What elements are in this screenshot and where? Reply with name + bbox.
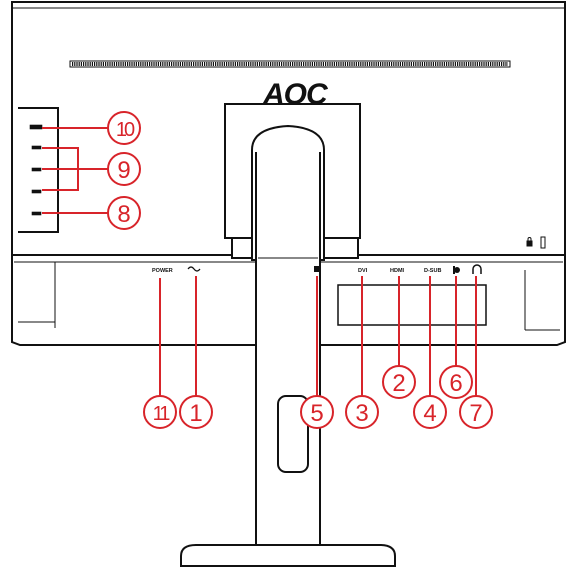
dsub-port-label: D-SUB — [424, 268, 441, 274]
callout-1: 1 — [179, 395, 213, 429]
svg-text:7: 7 — [469, 400, 482, 427]
connector-bay — [337, 284, 487, 326]
headphone-icon — [472, 264, 482, 274]
top-vent-grille — [69, 60, 511, 68]
callout-leaders — [42, 127, 477, 396]
stand-base — [180, 544, 396, 567]
svg-text:8: 8 — [117, 201, 130, 228]
lower-left-detail — [18, 262, 56, 328]
callout-4: 4 — [413, 395, 447, 429]
stand-neck — [251, 124, 325, 546]
callout-9: 9 — [107, 152, 141, 186]
audio-in-icon — [453, 266, 460, 274]
callout-2: 2 — [382, 365, 416, 399]
svg-text:6: 6 — [449, 370, 462, 397]
callout-7: 7 — [459, 395, 493, 429]
displayport-icon — [314, 266, 320, 272]
svg-text:4: 4 — [423, 400, 436, 427]
lock-icon — [526, 236, 546, 249]
dvi-port-label: DVI — [358, 268, 368, 274]
callout-10: 10 — [107, 111, 141, 145]
svg-text:9: 9 — [117, 157, 130, 184]
hdmi-port-label: HDMI — [390, 268, 405, 274]
svg-text:1: 1 — [189, 400, 202, 427]
callout-3: 3 — [345, 395, 379, 429]
callout-8: 8 — [107, 196, 141, 230]
svg-text:2: 2 — [392, 370, 405, 397]
callout-6: 6 — [439, 365, 473, 399]
lower-right-detail — [524, 270, 560, 331]
callout-5: 5 — [300, 395, 334, 429]
callout-11: 11 — [143, 395, 177, 429]
power-port-label: POWER — [152, 268, 173, 274]
ac-wave-icon — [187, 266, 201, 272]
svg-text:5: 5 — [310, 400, 323, 427]
usb-icon — [29, 124, 43, 216]
svg-text:3: 3 — [355, 400, 368, 427]
